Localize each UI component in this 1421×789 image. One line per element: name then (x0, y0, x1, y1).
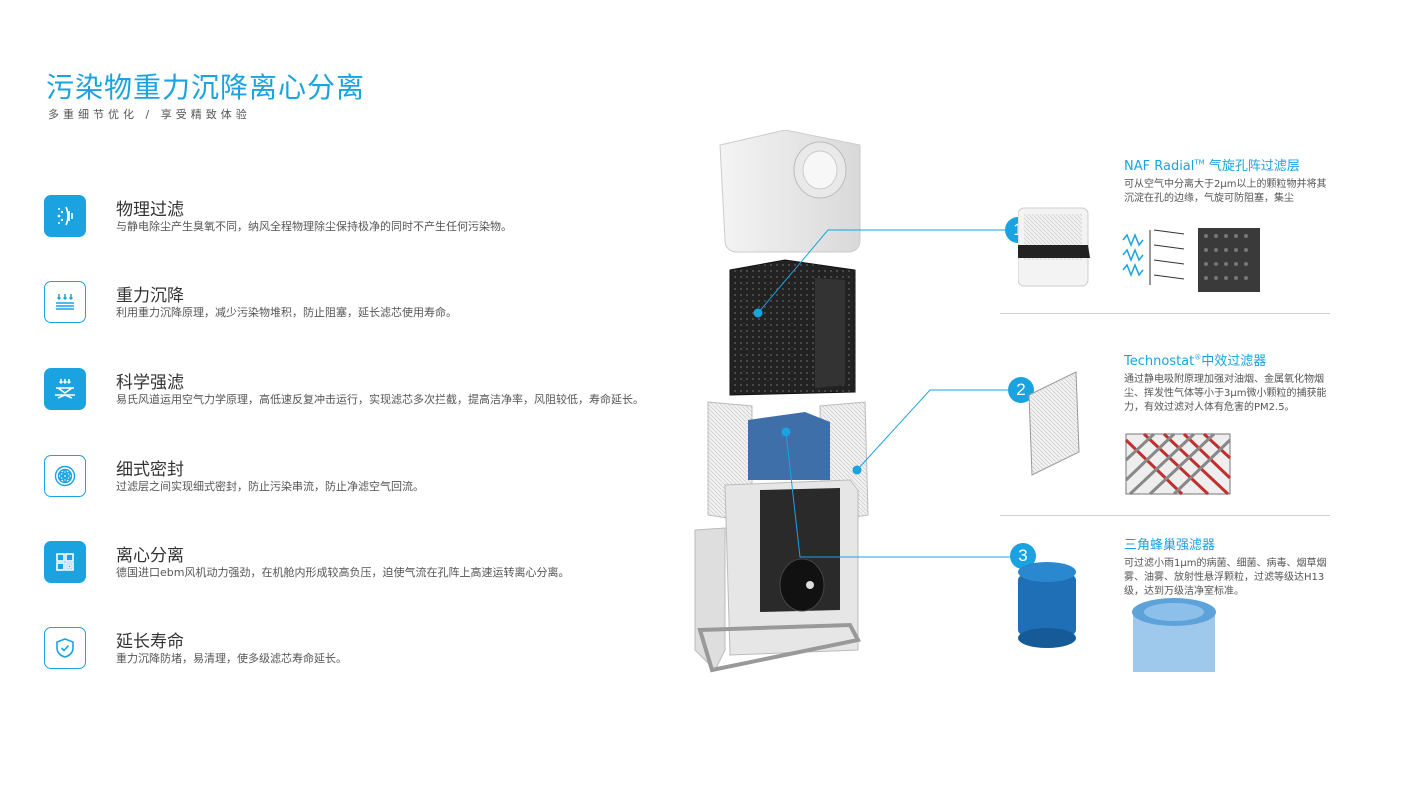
honeycomb-filter-image (1018, 562, 1216, 672)
feature-title: 科学强滤 (116, 373, 184, 393)
spec-desc: 通过静电吸附原理加强对油烟、金属氧化物烟尘、挥发性气体等小于3μm微小颗粒的捕获… (1124, 374, 1327, 413)
feature-desc: 易氏风道运用空气力学原理，高低速反复冲击运行，实现滤芯多次拦截，提高洁净率，风阻… (116, 393, 644, 406)
spec-desc: 可过滤小雨1μm的病菌、细菌、病毒、烟草烟雾、油雾、放射性悬浮颗粒，过滤等级达H… (1124, 558, 1327, 597)
feature-title: 细式密封 (116, 460, 184, 480)
spec-divider (1000, 313, 1330, 314)
purifier-exploded-illustration (694, 130, 869, 673)
feature-item-physical-filter: 物理过滤 与静电除尘产生臭氧不同，纳风全程物理除尘保持极净的同时不产生任何污染物… (44, 195, 684, 245)
page-title: 污染物重力沉降离心分离 (46, 71, 366, 104)
spec-title: NAF RadialTM 气旋孔阵过滤层 (1124, 158, 1300, 174)
page-subtitle: 多重细节优化 / 享受精致体验 (48, 108, 251, 121)
spec-naf-radial: NAF RadialTM 气旋孔阵过滤层 可从空气中分离大于2μm以上的颗粒物并… (1124, 155, 1334, 206)
top-cap (719, 130, 861, 253)
feature-item-lifespan: 延长寿命 重力沉降防堵，易清理，使多级滤芯寿命延长。 (44, 627, 684, 677)
black-filter-box (729, 259, 856, 396)
technostat-filter-image (1028, 371, 1232, 496)
feature-item-seal: 细式密封 过滤层之间实现细式密封，防止污染串流，防止净滤空气回流。 (44, 455, 684, 505)
feature-title: 重力沉降 (116, 286, 184, 306)
particle-filter-icon (44, 195, 86, 237)
gravity-settle-icon (44, 281, 86, 323)
spec-technostat: Technostat®中效过滤器 通过静电吸附原理加强对油烟、金属氧化物烟尘、挥… (1124, 350, 1334, 415)
spec-honeycomb: 三角蜂巢强滤器 可过滤小雨1μm的病菌、细菌、病毒、烟草烟雾、油雾、放射性悬浮颗… (1124, 534, 1334, 599)
spec-title: Technostat®中效过滤器 (1124, 353, 1267, 369)
feature-item-gravity: 重力沉降 利用重力沉降原理，减少污染物堆积，防止阻塞，延长滤芯使用寿命。 (44, 281, 684, 331)
feature-desc: 与静电除尘产生臭氧不同，纳风全程物理除尘保持极净的同时不产生任何污染物。 (116, 220, 512, 233)
naf-radial-filter-image (1018, 207, 1260, 292)
spec-title: 三角蜂巢强滤器 (1124, 538, 1216, 553)
feature-desc: 重力沉降防堵，易清理，使多级滤芯寿命延长。 (116, 652, 347, 665)
centrifuge-icon (44, 541, 86, 583)
feature-desc: 德国进口ebm风机动力强劲，在机舱内形成较高负压，迫使气流在孔阵上高速运转离心分… (116, 566, 570, 579)
feature-item-centrifuge: 离心分离 德国进口ebm风机动力强劲，在机舱内形成较高负压，迫使气流在孔阵上高速… (44, 541, 684, 591)
feature-title: 物理过滤 (116, 200, 184, 220)
feature-desc: 利用重力沉降原理，减少污染物堆积，防止阻塞，延长滤芯使用寿命。 (116, 306, 457, 319)
strong-filter-icon (44, 368, 86, 410)
feature-item-strong-filter: 科学强滤 易氏风道运用空气力学原理，高低速反复冲击运行，实现滤芯多次拦截，提高洁… (44, 368, 684, 418)
shield-check-icon (44, 627, 86, 669)
callout-number-3: 3 (1010, 543, 1036, 569)
feature-title: 离心分离 (116, 546, 184, 566)
seal-icon (44, 455, 86, 497)
feature-title: 延长寿命 (116, 632, 184, 652)
spec-desc: 可从空气中分离大于2μm以上的颗粒物并将其沉淀在孔的边缘，气旋可防阻塞，集尘 (1124, 179, 1327, 204)
spec-divider (1000, 515, 1330, 516)
feature-desc: 过滤层之间实现细式密封，防止污染串流，防止净滤空气回流。 (116, 480, 424, 493)
